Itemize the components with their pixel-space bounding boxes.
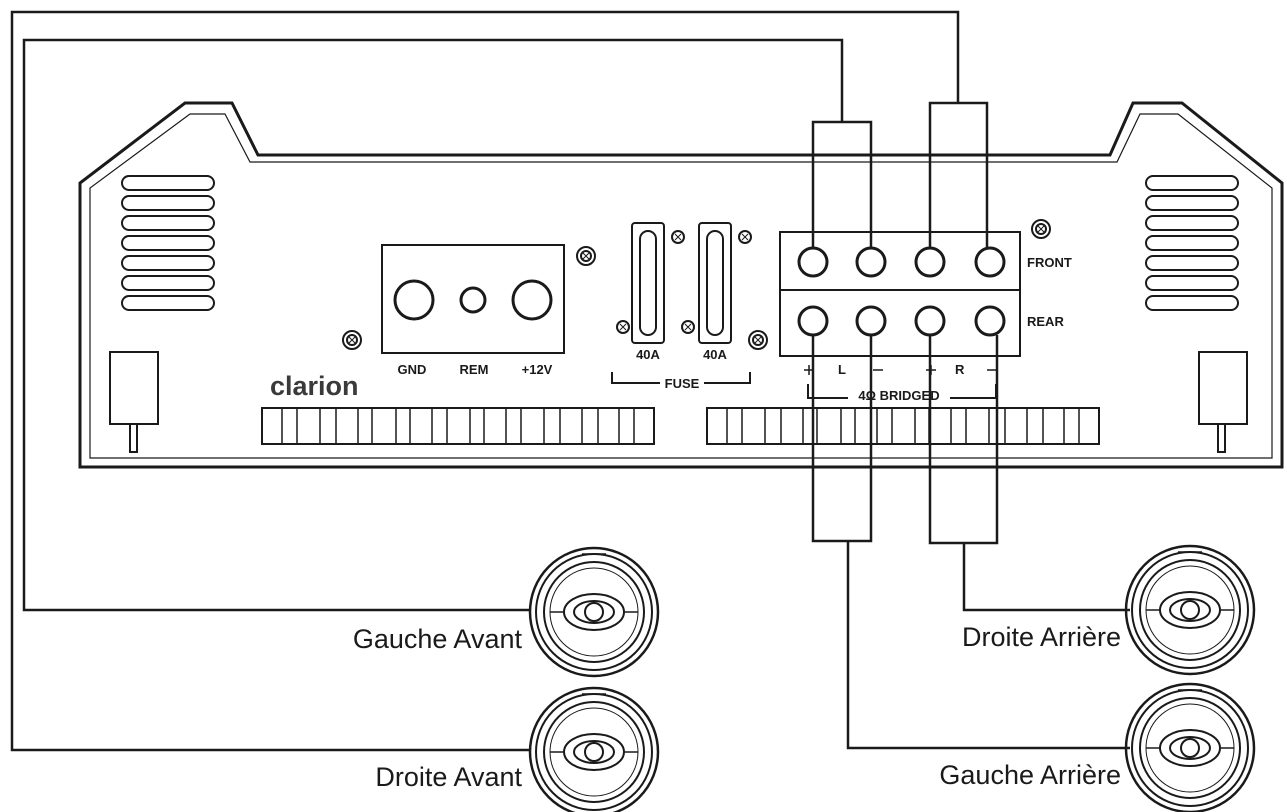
- wire-front-left-speaker: [22, 38, 844, 612]
- rem-terminal: [459, 286, 487, 314]
- bridged-label: 4Ω BRIDGED: [858, 388, 939, 403]
- screws: [342, 219, 1051, 350]
- speaker-rear-right: [1124, 544, 1256, 676]
- amplifier-outline: [78, 101, 1284, 469]
- speaker-label-rear-left: Gauche Arrière: [939, 760, 1121, 790]
- front-row-label: FRONT: [1027, 255, 1072, 270]
- rear-left-minus-terminal: [855, 305, 887, 337]
- speaker-label-front-left: Gauche Avant: [353, 624, 523, 654]
- wire-rear-right-speaker: [962, 543, 1130, 612]
- speaker-front-left: [528, 546, 660, 678]
- fuse-label: FUSE: [665, 376, 700, 391]
- rem-label: REM: [460, 362, 489, 377]
- speaker-rear-left: [1124, 682, 1256, 812]
- speaker-label-rear-right: Droite Arrière: [962, 622, 1121, 652]
- wires: [10, 10, 1130, 752]
- left-channel-label: L: [838, 362, 846, 377]
- wire-front-right-speaker: [10, 10, 960, 752]
- front-left-plus-terminal: [797, 246, 829, 278]
- fuse-2: 40A: [698, 222, 732, 362]
- heatsink-right: [706, 407, 1100, 445]
- heatsink-left: [261, 407, 655, 445]
- speaker-terminal-block: FRONT REAR L R 4Ω BRIDGED: [779, 231, 1072, 403]
- speaker-label-front-right: Droite Avant: [375, 762, 522, 792]
- power-terminal-block: GND REM +12V: [381, 244, 565, 377]
- rear-right-minus-terminal: [974, 305, 1006, 337]
- fuse-2-rating: 40A: [703, 347, 727, 362]
- right-channel-label: R: [955, 362, 965, 377]
- plus12v-label: +12V: [522, 362, 553, 377]
- speaker-front-right: [528, 686, 660, 812]
- amplifier: clarion GND REM +12V 40A: [78, 101, 1284, 469]
- terminal-wire-loops: [811, 101, 999, 545]
- rear-row-label: REAR: [1027, 314, 1064, 329]
- fuse-1: 40A: [631, 222, 665, 362]
- fuse-1-rating: 40A: [636, 347, 660, 362]
- rear-right-plus-terminal: [914, 305, 946, 337]
- left-mount-bracket: [109, 351, 159, 453]
- rear-left-plus-terminal: [797, 305, 829, 337]
- gnd-label: GND: [398, 362, 427, 377]
- right-vent: [1145, 175, 1239, 311]
- front-right-minus-terminal: [974, 246, 1006, 278]
- plus12v-terminal: [511, 279, 553, 321]
- wire-rear-left-speaker: [846, 541, 1130, 750]
- gnd-terminal: [393, 279, 435, 321]
- brand-logo: clarion: [270, 371, 359, 401]
- front-right-plus-terminal: [914, 246, 946, 278]
- right-mount-bracket: [1198, 351, 1248, 453]
- left-vent: [121, 175, 215, 311]
- front-left-minus-terminal: [855, 246, 887, 278]
